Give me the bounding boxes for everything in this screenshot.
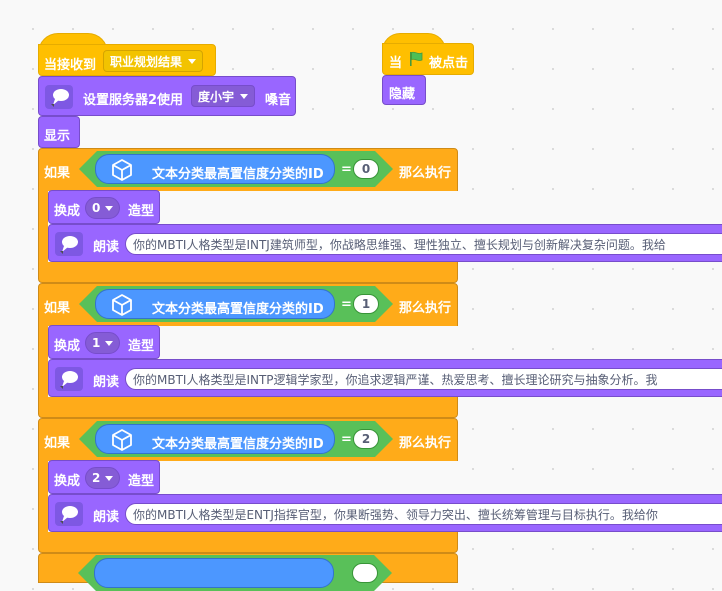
speak-text-input[interactable]: 你的MBTI人格类型是ENTJ指挥官型，你果断强势、领导力突出、擅长统筹管理与目… <box>125 503 722 525</box>
reporter-top-class-id[interactable] <box>94 558 334 588</box>
chevron-down-icon <box>240 93 249 99</box>
speak-text: 你的MBTI人格类型是ENTJ指挥官型，你果断强势、领导力突出、擅长统筹管理与目… <box>133 507 658 522</box>
speak-text: 你的MBTI人格类型是INTJ建筑师型，你战略思维强、理性独立、擅长规划与创新解… <box>133 237 666 252</box>
then-label: 那么执行 <box>399 166 452 181</box>
speak-text-input[interactable]: 你的MBTI人格类型是INTP逻辑学家型，你追求逻辑严谨、热爱思考、擅长理论研究… <box>125 368 722 390</box>
switch-costume-label: 换成 <box>54 204 81 219</box>
if-label: 如果 <box>44 301 71 316</box>
compare-value: 1 <box>361 297 371 311</box>
speak-block[interactable]: 朗读 你的MBTI人格类型是INTJ建筑师型，你战略思维强、理性独立、擅长规划与… <box>48 224 722 262</box>
equals-sign: = <box>341 432 352 447</box>
costume-value: 1 <box>92 336 101 350</box>
costume-dropdown[interactable]: 0 <box>85 197 121 219</box>
set-voice-block[interactable]: 设置服务器2使用 度小宇 嗓音 <box>38 76 296 116</box>
reporter-label: 文本分类最高置信度分类的ID <box>152 437 324 452</box>
chevron-down-icon <box>105 475 114 481</box>
reporter-label: 文本分类最高置信度分类的ID <box>152 167 324 182</box>
compare-value-input[interactable] <box>352 563 378 583</box>
then-label: 那么执行 <box>399 436 452 451</box>
broadcast-hat-block[interactable]: 当接收到 职业规划结果 <box>38 44 216 76</box>
costume-dropdown[interactable]: 2 <box>85 467 121 489</box>
compare-value-input[interactable]: 1 <box>353 294 379 314</box>
show-block[interactable]: 显示 <box>38 116 80 148</box>
speech-bubble-icon <box>51 89 69 107</box>
cube-icon <box>112 429 132 451</box>
hide-label: 隐藏 <box>389 87 416 102</box>
costume-dropdown[interactable]: 1 <box>85 332 121 354</box>
cube-icon <box>112 159 132 181</box>
reporter-top-class-id[interactable]: 文本分类最高置信度分类的ID <box>95 289 335 319</box>
broadcast-hat-label: 当接收到 <box>44 58 97 73</box>
switch-costume-block[interactable]: 换成 2 造型 <box>48 460 160 494</box>
costume-value: 0 <box>92 201 101 215</box>
hide-block[interactable]: 隐藏 <box>382 75 426 105</box>
costume-suffix: 造型 <box>128 204 155 219</box>
cube-icon <box>112 294 132 316</box>
then-label: 那么执行 <box>399 301 452 316</box>
speak-text: 你的MBTI人格类型是INTP逻辑学家型，你追求逻辑严谨、热爱思考、擅长理论研究… <box>133 372 658 387</box>
equals-sign: = <box>341 297 352 312</box>
chevron-down-icon <box>188 58 197 64</box>
compare-value: 0 <box>361 162 371 176</box>
show-label: 显示 <box>44 129 71 144</box>
reporter-top-class-id[interactable]: 文本分类最高置信度分类的ID <box>95 424 335 454</box>
broadcast-message-dropdown[interactable]: 职业规划结果 <box>103 50 204 72</box>
speech-bubble-icon <box>60 506 78 524</box>
green-flag-icon <box>410 51 423 66</box>
speak-label: 朗读 <box>93 375 120 390</box>
costume-suffix: 造型 <box>128 339 155 354</box>
reporter-label: 文本分类最高置信度分类的ID <box>152 302 324 317</box>
speech-bubble-icon <box>60 371 78 389</box>
set-voice-label: 设置服务器2使用 <box>83 93 184 108</box>
flag-hat-prefix: 当 <box>389 56 403 71</box>
voice-dropdown[interactable]: 度小宇 <box>191 85 256 107</box>
compare-value-input[interactable]: 2 <box>353 429 379 449</box>
chevron-down-icon <box>105 340 114 346</box>
equals-sign: = <box>341 162 352 177</box>
switch-costume-label: 换成 <box>54 339 81 354</box>
compare-value-input[interactable]: 0 <box>353 159 379 179</box>
speak-label: 朗读 <box>93 510 120 525</box>
switch-costume-block[interactable]: 换成 1 造型 <box>48 325 160 359</box>
reporter-top-class-id[interactable]: 文本分类最高置信度分类的ID <box>95 154 335 184</box>
costume-suffix: 造型 <box>128 474 155 489</box>
chevron-down-icon <box>105 205 114 211</box>
costume-value: 2 <box>92 471 101 485</box>
speak-block[interactable]: 朗读 你的MBTI人格类型是INTP逻辑学家型，你追求逻辑严谨、热爱思考、擅长理… <box>48 359 722 397</box>
speak-text-input[interactable]: 你的MBTI人格类型是INTJ建筑师型，你战略思维强、理性独立、擅长规划与创新解… <box>125 233 722 255</box>
flag-hat-block[interactable]: 当 被点击 <box>382 43 474 75</box>
switch-costume-label: 换成 <box>54 474 81 489</box>
broadcast-message-value: 职业规划结果 <box>110 54 183 69</box>
switch-costume-block[interactable]: 换成 0 造型 <box>48 190 160 224</box>
if-label: 如果 <box>44 166 71 181</box>
speak-block[interactable]: 朗读 你的MBTI人格类型是ENTJ指挥官型，你果断强势、领导力突出、擅长统筹管… <box>48 494 722 532</box>
speak-label: 朗读 <box>93 240 120 255</box>
if-label: 如果 <box>44 436 71 451</box>
voice-value: 度小宇 <box>198 89 235 104</box>
speech-bubble-icon <box>60 236 78 254</box>
compare-value: 2 <box>361 432 371 446</box>
flag-hat-suffix: 被点击 <box>429 56 469 71</box>
voice-suffix-label: 嗓音 <box>265 93 292 108</box>
